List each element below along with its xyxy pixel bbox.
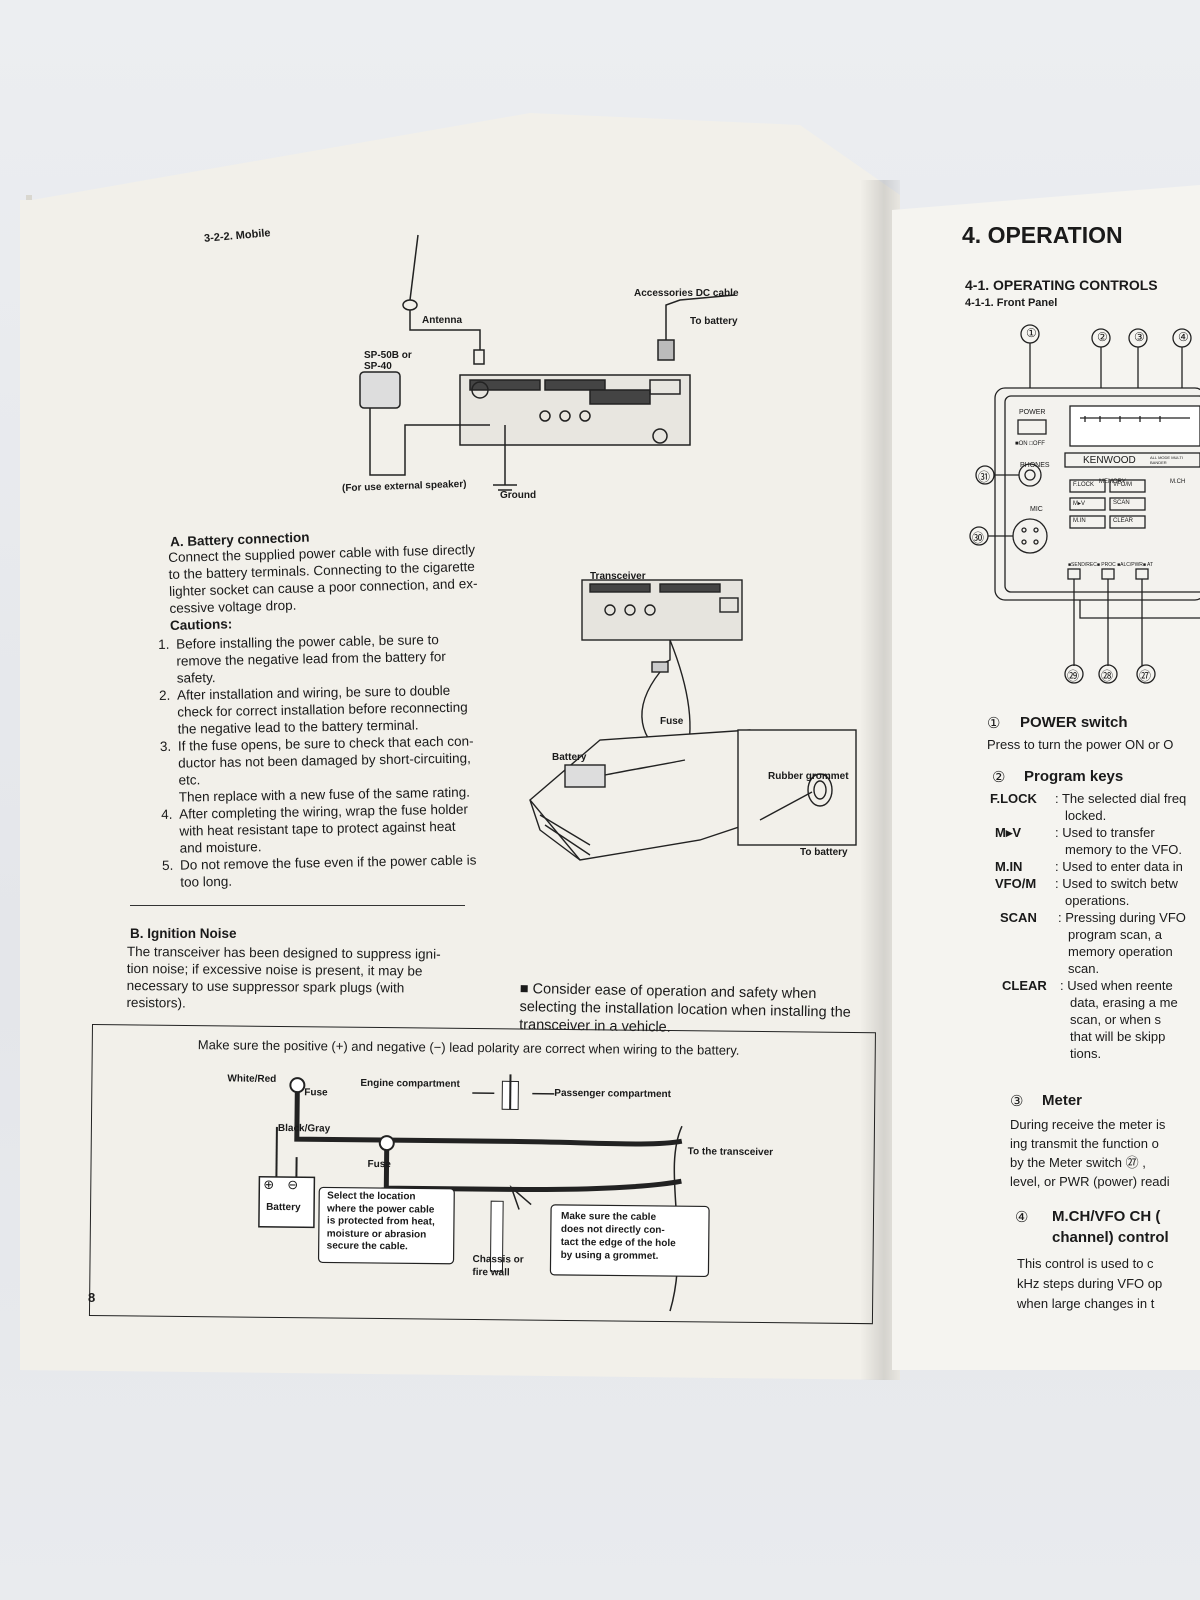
panel-bottom-labels: ■SEND/REC■ PROC ■ALC/PWR■ AT	[1068, 562, 1154, 568]
fuse-label: Fuse	[660, 716, 684, 727]
panel-mic-label: MIC	[1030, 506, 1043, 513]
callout-1: ①	[1026, 326, 1037, 340]
ignition-text: The transceiver has been designed to sup…	[126, 943, 441, 1011]
battery-symbol-label: Battery	[266, 1201, 301, 1214]
passenger-compartment-label: Passenger compartment	[554, 1087, 672, 1101]
wiring-polarity-box: Make sure the positive (+) and negative …	[88, 1024, 876, 1325]
panel-key-scan: SCAN	[1113, 500, 1130, 506]
select-location-note-box	[317, 1186, 455, 1265]
panel-phones-label: PHONES	[1020, 462, 1050, 469]
mch-vfo-text: This control is used to c kHz steps duri…	[1017, 1256, 1163, 1311]
minus-terminal: ⊖	[287, 1177, 299, 1193]
program-keys-title: Program keys	[1024, 768, 1124, 785]
caution-item: 4. After completing the wiring, wrap the…	[160, 801, 469, 856]
panel-key-clear: CLEAR	[1113, 518, 1134, 524]
vehicle-installation-diagram	[529, 579, 857, 861]
grommet-inset	[737, 729, 857, 846]
grommet-note-box	[549, 1204, 710, 1278]
panel-all-mode: ALL MODE MULTI BANDER	[1150, 455, 1183, 465]
page-number: 8	[88, 1290, 96, 1305]
callout-30: ㉚	[972, 531, 985, 545]
to-transceiver-label: To the transceiver	[687, 1146, 774, 1159]
battery-connection-text: Connect the supplied power cable with fu…	[168, 541, 479, 634]
callout-31: ㉛	[978, 470, 991, 484]
antenna-label: Antenna	[422, 315, 462, 326]
car-battery	[564, 764, 606, 788]
wiring-diagram	[258, 1074, 710, 1312]
panel-on-off-label: ■ON □OFF	[1015, 441, 1045, 447]
callout-3: ③	[1134, 330, 1145, 344]
power-switch-title: POWER switch	[1020, 714, 1128, 731]
panel-key-mv: M▸V	[1073, 501, 1086, 507]
mch-vfo-title-1: M.CH/VFO CH (	[1052, 1208, 1161, 1225]
panel-key-min: M.IN	[1073, 518, 1086, 524]
front-panel-diagram	[969, 324, 1200, 684]
chapter-title: 4. OPERATION	[962, 222, 1123, 248]
to-battery-label: To battery	[690, 316, 738, 327]
caution-item: 3. If the fuse opens, be sure to check t…	[159, 733, 474, 805]
callout-27: ㉗	[1139, 669, 1152, 683]
cautions-list: 1. Before installing the power cable, be…	[158, 630, 492, 891]
callout-2: ②	[1097, 330, 1108, 344]
meter-num: ③	[1010, 1093, 1024, 1110]
divider	[130, 905, 465, 906]
meter-text: During receive the meter is ing transmit…	[1010, 1117, 1170, 1189]
power-button	[1017, 419, 1047, 435]
speaker-model-label-1: SP-50B or	[364, 350, 412, 361]
antenna-whip	[409, 234, 419, 301]
transceiver-label: Transceiver	[590, 571, 646, 582]
panel-memory-label: MEMORY	[1099, 479, 1126, 485]
mch-vfo-title-2: channel) control	[1052, 1229, 1169, 1246]
caution-item: 5. Do not remove the fuse even if the po…	[161, 852, 477, 890]
select-location-note: Select the location where the power cabl…	[326, 1190, 435, 1253]
panel-mch-label: M.CH	[1170, 479, 1186, 485]
grommet-note: Make sure the cable does not directly co…	[560, 1210, 676, 1262]
right-page	[892, 185, 1200, 1370]
speaker-box	[359, 371, 401, 409]
panel-key-vfom: VFO/M	[1113, 482, 1132, 488]
mobile-installation-diagram	[359, 234, 736, 491]
to-battery-label-2: To battery	[800, 847, 848, 858]
program-keys-num: ②	[992, 769, 1006, 786]
panel-power-label: POWER	[1019, 409, 1046, 416]
panel-brand-logo: KENWOOD	[1083, 455, 1136, 466]
callout-28: ㉘	[1101, 669, 1114, 683]
caution-item: 1. Before installing the power cable, be…	[158, 632, 446, 686]
callout-4: ④	[1178, 330, 1189, 344]
chassis-label: Chassis or fire wall	[472, 1253, 524, 1279]
dc-plug	[657, 339, 675, 361]
meter-title: Meter	[1042, 1092, 1083, 1109]
section-title: 4-1. OPERATING CONTROLS	[965, 277, 1158, 293]
accessories-dc-cable-label: Accessories DC cable	[634, 288, 739, 299]
power-switch-num: ①	[987, 715, 1001, 732]
fuse-mid-label: Fuse	[367, 1158, 391, 1171]
battery-label: Battery	[552, 752, 587, 763]
s-meter	[1069, 405, 1200, 447]
caution-item: 2. After installation and wiring, be sur…	[158, 682, 468, 737]
subsection-title: 4-1-1. Front Panel	[965, 297, 1058, 309]
engine-compartment-label: Engine compartment	[360, 1077, 460, 1090]
plus-terminal: ⊕	[263, 1176, 275, 1192]
fuse-top-label: Fuse	[304, 1087, 328, 1099]
panel-key-flock: F.LOCK	[1073, 482, 1095, 488]
ground-label: Ground	[500, 490, 537, 501]
speaker-model-label-2: SP-40	[364, 361, 392, 372]
mch-vfo-num: ④	[1015, 1209, 1029, 1226]
white-red-label: White/Red	[227, 1073, 277, 1085]
battery-symbol	[258, 1176, 316, 1229]
program-key-item: M.IN: Used to enter data in	[995, 859, 1183, 874]
power-switch-text: Press to turn the power ON or O	[987, 737, 1174, 752]
ignition-heading: B. Ignition Noise	[130, 926, 237, 941]
black-gray-label: Black/Gray	[277, 1122, 331, 1135]
rubber-grommet-label: Rubber grommet	[768, 771, 849, 782]
callout-29: ㉙	[1067, 669, 1080, 683]
